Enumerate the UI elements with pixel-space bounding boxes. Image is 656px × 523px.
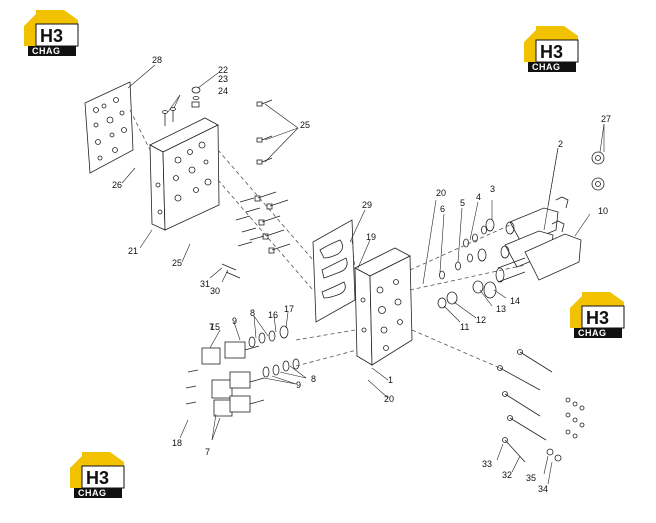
callout-11: 11 <box>460 322 469 332</box>
callout-7-2: 7 <box>205 447 210 457</box>
logo-subtext: CHAG <box>532 62 561 72</box>
callout-5: 5 <box>460 198 465 208</box>
lower-solenoids-7-15 <box>185 341 265 417</box>
callout-20: 20 <box>436 188 446 198</box>
logo-graphic: H3 CHAG <box>570 292 625 338</box>
logo-mark: H3 <box>586 308 609 328</box>
bolts-32-35 <box>497 349 585 463</box>
callout-9: 9 <box>232 316 237 326</box>
bolt-cluster <box>221 191 291 279</box>
callout-16: 16 <box>268 310 278 320</box>
callout-19: 19 <box>366 232 376 242</box>
callout-32: 32 <box>502 470 512 480</box>
callout-3: 3 <box>490 184 495 194</box>
callout-4: 4 <box>476 192 481 202</box>
callout-8-2: 8 <box>311 374 316 384</box>
callout-1: 1 <box>388 375 393 385</box>
callout-20-2: 20 <box>384 394 394 404</box>
callout-25-2: 25 <box>172 258 182 268</box>
callout-12: 12 <box>476 315 486 325</box>
logo-subtext: CHAG <box>32 46 61 56</box>
callout-28: 28 <box>152 55 162 65</box>
logo-graphic: H3 CHAG <box>70 452 125 498</box>
callout-labels: 1234567788991011121314151617181920202122… <box>112 55 611 494</box>
plug-parts-22-24 <box>191 86 201 108</box>
logo-mark: H3 <box>40 26 63 46</box>
callout-6: 6 <box>440 204 445 214</box>
callout-35: 35 <box>526 473 536 483</box>
callout-21: 21 <box>128 246 138 256</box>
bolts-25 <box>256 99 273 165</box>
brand-logo-top-right: H3 CHAG <box>522 26 580 72</box>
fittings-27 <box>591 151 605 191</box>
callout-22: 22 <box>218 65 228 75</box>
logo-subtext: CHAG <box>78 488 107 498</box>
callout-34: 34 <box>538 484 548 494</box>
callout-30: 30 <box>210 286 220 296</box>
callout-10: 10 <box>598 206 608 216</box>
callout-27: 27 <box>601 114 611 124</box>
callout-24: 24 <box>218 86 228 96</box>
logo-subtext: CHAG <box>578 328 607 338</box>
logo-graphic: H3 CHAG <box>524 26 579 72</box>
gasket-plate-29 <box>312 219 356 323</box>
logo-mark: H3 <box>86 468 109 488</box>
separator-plate-28 <box>84 81 134 174</box>
callout-31: 31 <box>200 279 210 289</box>
callout-8: 8 <box>250 308 255 318</box>
callout-25: 25 <box>300 120 310 130</box>
valve-body-21 <box>149 117 220 231</box>
callout-13: 13 <box>496 304 506 314</box>
callout-17: 17 <box>284 304 294 314</box>
pins-14 <box>162 107 176 126</box>
o-rings-right <box>437 218 497 309</box>
callout-26: 26 <box>112 180 122 190</box>
callout-33: 33 <box>482 459 492 469</box>
callout-15: 15 <box>210 322 220 332</box>
brand-logo-top-left: H3 CHAG <box>22 10 80 56</box>
solenoid-valve-10 <box>495 233 582 283</box>
callout-2: 2 <box>558 139 563 149</box>
brand-logo-bottom-left: H3 CHAG <box>68 452 126 498</box>
callout-23: 23 <box>218 74 228 84</box>
callout-7: 7 <box>209 322 214 332</box>
callout-14: 14 <box>510 296 520 306</box>
seals-left <box>248 325 300 378</box>
brand-logo-mid-right: H3 CHAG <box>568 292 626 338</box>
alignment-lines <box>129 109 526 369</box>
leader-lines <box>121 64 605 485</box>
main-valve-body-1 <box>354 247 413 366</box>
logo-graphic: H3 CHAG <box>24 10 79 56</box>
callout-9-2: 9 <box>296 380 301 390</box>
callout-29: 29 <box>362 200 372 210</box>
callout-18: 18 <box>172 438 182 448</box>
logo-mark: H3 <box>540 42 563 62</box>
